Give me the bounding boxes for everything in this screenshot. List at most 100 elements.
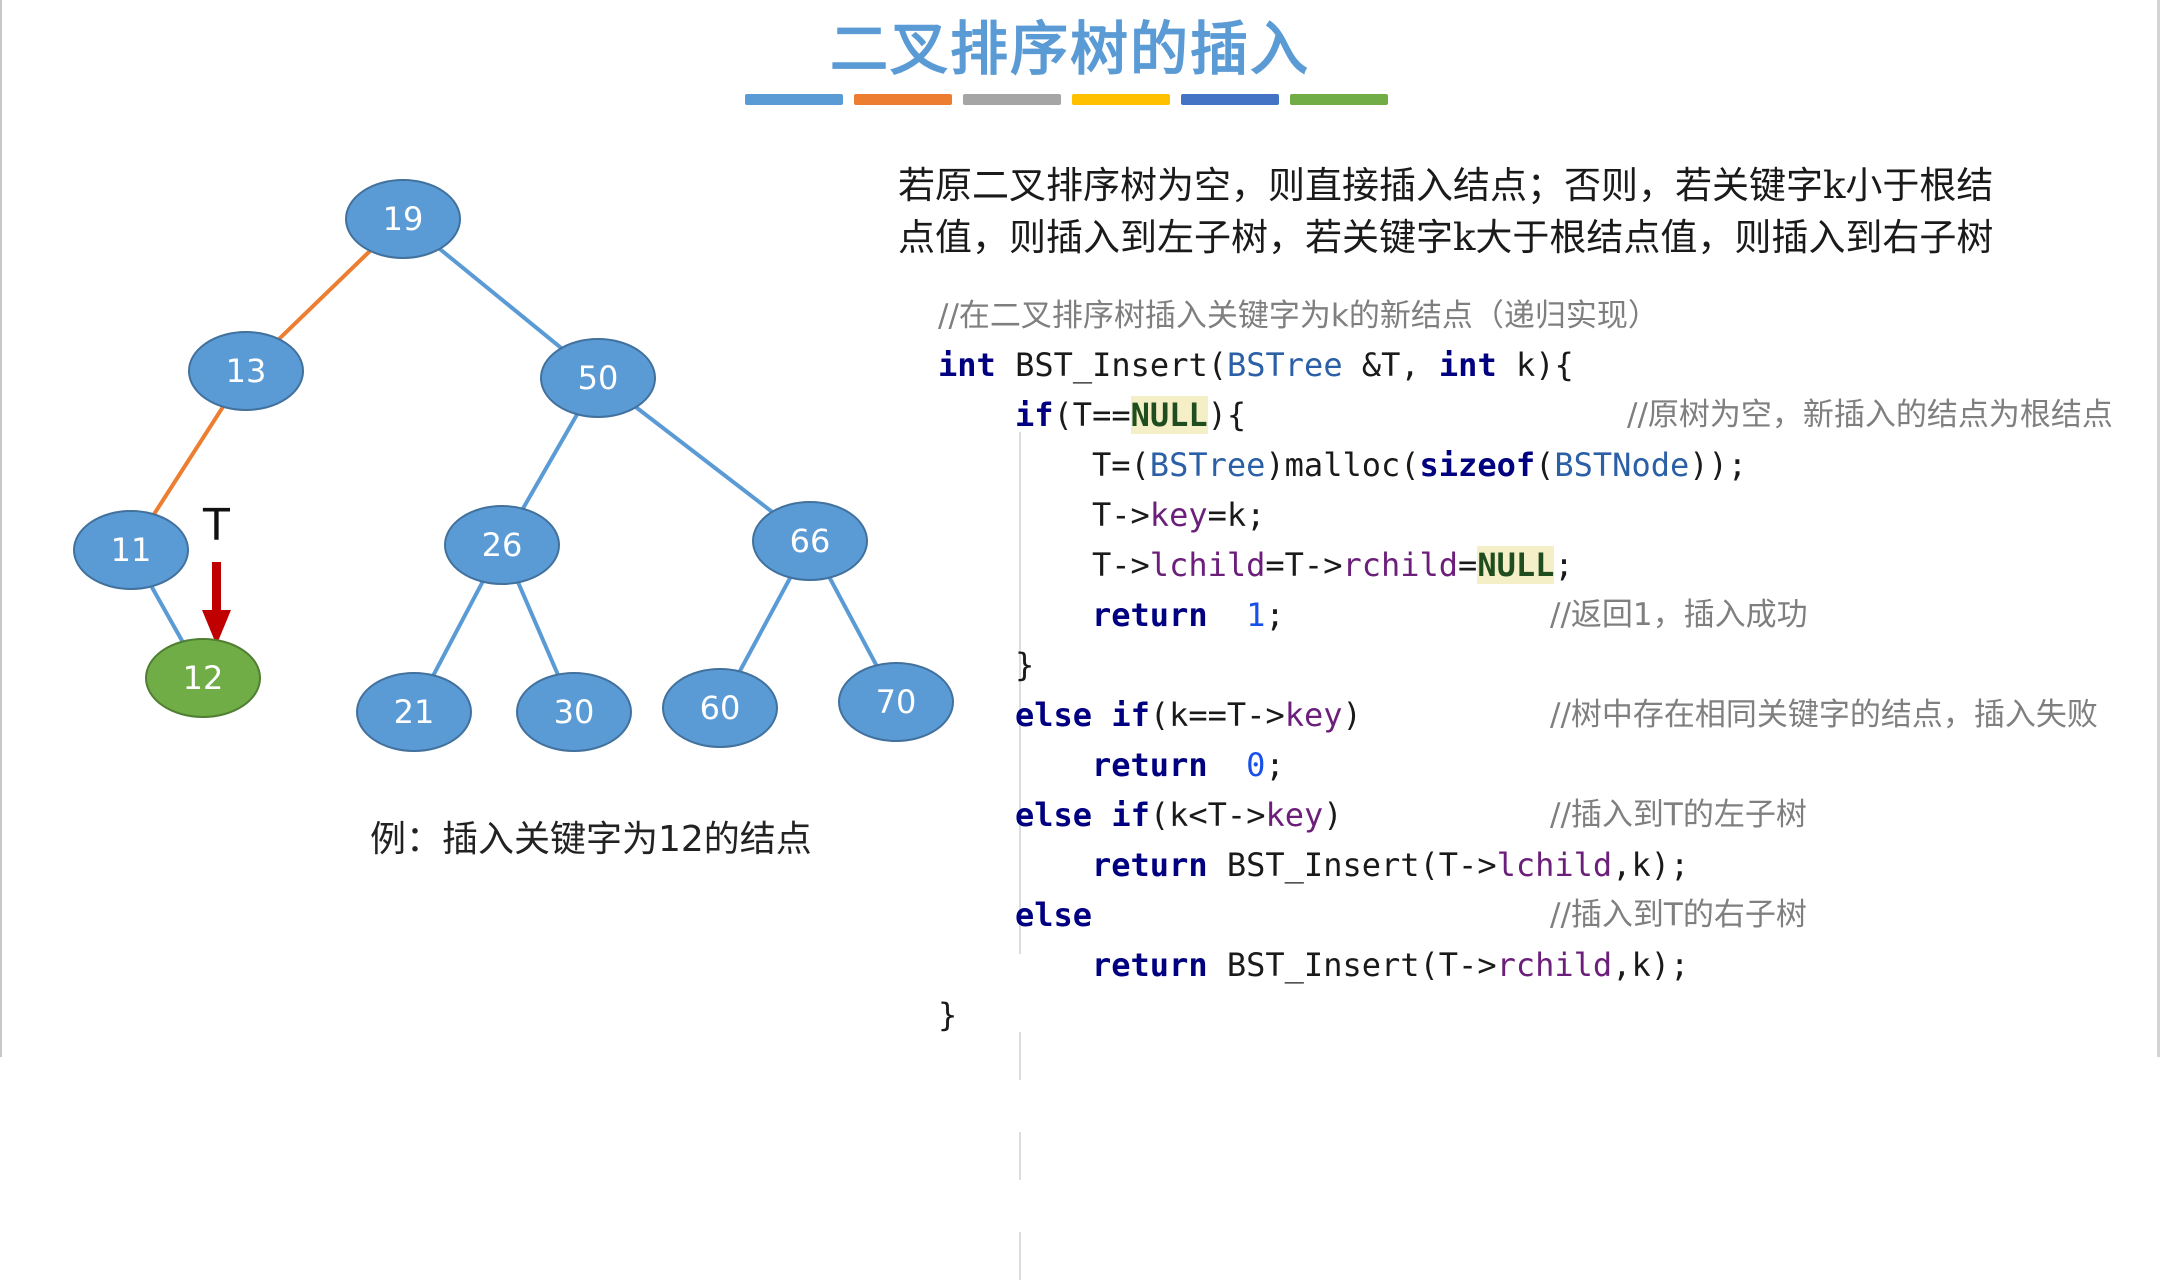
code-line-1: //在二叉排序树插入关键字为k的新结点（递归实现） bbox=[938, 290, 1659, 340]
down-arrow-icon bbox=[202, 562, 231, 645]
code-field: rchild bbox=[1342, 546, 1459, 584]
indent-guide bbox=[1019, 1132, 1021, 1180]
tree-node: 26 bbox=[444, 505, 560, 585]
code-null-highlight: NULL bbox=[1130, 396, 1208, 434]
code-keyword: if bbox=[1111, 696, 1150, 734]
node-label: 11 bbox=[111, 531, 152, 569]
code-brace: } bbox=[938, 996, 958, 1034]
tree-node: 66 bbox=[752, 501, 868, 581]
node-label: 70 bbox=[876, 683, 917, 721]
code-text: ){ bbox=[1207, 396, 1247, 434]
code-text: T-> bbox=[1092, 496, 1150, 534]
node-ellipse bbox=[444, 505, 560, 585]
node-ellipse bbox=[188, 331, 304, 411]
code-line-5: T->key=k; bbox=[1092, 490, 1265, 540]
code-text: ; bbox=[1265, 596, 1285, 634]
code-keyword: return bbox=[1092, 846, 1208, 884]
code-text: BST_Insert(T-> bbox=[1207, 946, 1497, 984]
inserted-node: 12 bbox=[145, 638, 261, 718]
node-ellipse bbox=[356, 672, 472, 752]
code-keyword: return bbox=[1092, 746, 1208, 784]
code-line-14: return BST_Insert(T->rchild,k); bbox=[1092, 940, 1689, 990]
node-ellipse bbox=[145, 638, 261, 718]
code-line-8: } bbox=[1015, 640, 1034, 690]
code-text: =k; bbox=[1207, 496, 1266, 534]
code-number: 1 bbox=[1246, 596, 1266, 634]
tree-nodes: 19 13 50 11 26 66 12 21 30 60 70 bbox=[73, 179, 954, 752]
code-text: &T, bbox=[1342, 346, 1439, 384]
code-keyword: int bbox=[1438, 346, 1497, 384]
code-null-highlight: NULL bbox=[1477, 546, 1555, 584]
node-label: 50 bbox=[578, 359, 619, 397]
code-keyword: sizeof bbox=[1419, 446, 1536, 484]
stripe-green bbox=[1290, 94, 1388, 105]
node-label: 30 bbox=[554, 693, 595, 731]
binary-search-tree-diagram: T 19 13 50 11 26 66 12 21 30 60 70 bbox=[73, 179, 954, 752]
code-text: (k<T-> bbox=[1149, 796, 1266, 834]
tree-node: 19 bbox=[345, 179, 461, 259]
node-ellipse bbox=[73, 510, 189, 590]
code-field: key bbox=[1265, 796, 1324, 834]
code-field: key bbox=[1149, 496, 1208, 534]
tree-node: 11 bbox=[73, 510, 189, 590]
node-ellipse bbox=[662, 668, 778, 748]
code-line-6: T->lchild=T->rchild=NULL; bbox=[1092, 540, 1574, 590]
code-line-3: if(T==NULL){//原树为空，新插入的结点为根结点 bbox=[1015, 390, 2113, 440]
code-keyword: return bbox=[1092, 946, 1208, 984]
node-label: 60 bbox=[700, 689, 741, 727]
code-comment: //树中存在相同关键字的结点，插入失败 bbox=[1550, 697, 2098, 733]
example-caption: 例：插入关键字为12的结点 bbox=[370, 819, 812, 860]
code-line-4: T=(BSTree)malloc(sizeof(BSTNode)); bbox=[1092, 440, 1747, 490]
node-ellipse bbox=[540, 338, 656, 418]
stripe-gray bbox=[963, 94, 1061, 105]
stripe-dark-blue bbox=[1181, 94, 1279, 105]
right-border bbox=[2157, 0, 2160, 1057]
code-text: ) bbox=[1342, 696, 1362, 734]
node-ellipse bbox=[345, 179, 461, 259]
code-text: (T== bbox=[1053, 396, 1131, 434]
code-text: ; bbox=[1554, 546, 1574, 584]
code-keyword: return bbox=[1092, 596, 1208, 634]
indent-guide bbox=[1019, 432, 1021, 954]
title-color-stripes bbox=[745, 94, 1388, 105]
indent-guide bbox=[1019, 1032, 1021, 1080]
code-field: lchild bbox=[1496, 846, 1613, 884]
stripe-yellow bbox=[1072, 94, 1170, 105]
code-line-9: else if(k==T->key)//树中存在相同关键字的结点，插入失败 bbox=[1015, 690, 2098, 740]
code-text: T-> bbox=[1092, 546, 1150, 584]
code-type: BSTNode bbox=[1554, 446, 1690, 484]
code-line-12: return BST_Insert(T->lchild,k); bbox=[1092, 840, 1689, 890]
code-comment: //插入到T的右子树 bbox=[1550, 897, 1807, 933]
code-keyword: else bbox=[1015, 796, 1093, 834]
code-type: BSTree bbox=[1149, 446, 1266, 484]
code-text: ; bbox=[1265, 746, 1285, 784]
node-label: 12 bbox=[183, 659, 224, 697]
tree-node: 21 bbox=[356, 672, 472, 752]
code-text: k){ bbox=[1496, 346, 1574, 384]
code-brace: } bbox=[1015, 646, 1035, 684]
tree-node: 13 bbox=[188, 331, 304, 411]
node-ellipse bbox=[516, 672, 632, 752]
code-text: (k==T-> bbox=[1149, 696, 1285, 734]
code-text: ,k); bbox=[1612, 846, 1690, 884]
code-type: BSTree bbox=[1226, 346, 1343, 384]
insert-pointer: T bbox=[202, 500, 231, 645]
slide-title: 二叉排序树的插入 bbox=[829, 15, 1310, 83]
tree-node: 30 bbox=[516, 672, 632, 752]
code-line-7: return 1; //返回1，插入成功 bbox=[1092, 590, 1808, 640]
code-keyword: int bbox=[938, 346, 996, 384]
node-label: 21 bbox=[394, 693, 435, 731]
left-border bbox=[0, 0, 2, 1057]
description-line-1: 若原二叉排序树为空，则直接插入结点；否则，若关键字k小于根结 bbox=[898, 164, 1994, 207]
pointer-label: T bbox=[202, 500, 230, 551]
tree-node: 70 bbox=[838, 662, 954, 742]
tree-node: 50 bbox=[540, 338, 656, 418]
node-ellipse bbox=[752, 501, 868, 581]
code-text: )malloc( bbox=[1265, 446, 1420, 484]
tree-edges bbox=[129, 217, 898, 713]
code-line-15: } bbox=[938, 990, 957, 1040]
code-comment: //返回1，插入成功 bbox=[1550, 597, 1808, 633]
code-keyword: else bbox=[1015, 696, 1093, 734]
code-line-13: else//插入到T的右子树 bbox=[1015, 890, 1807, 940]
code-line-10: return 0; bbox=[1092, 740, 1285, 790]
